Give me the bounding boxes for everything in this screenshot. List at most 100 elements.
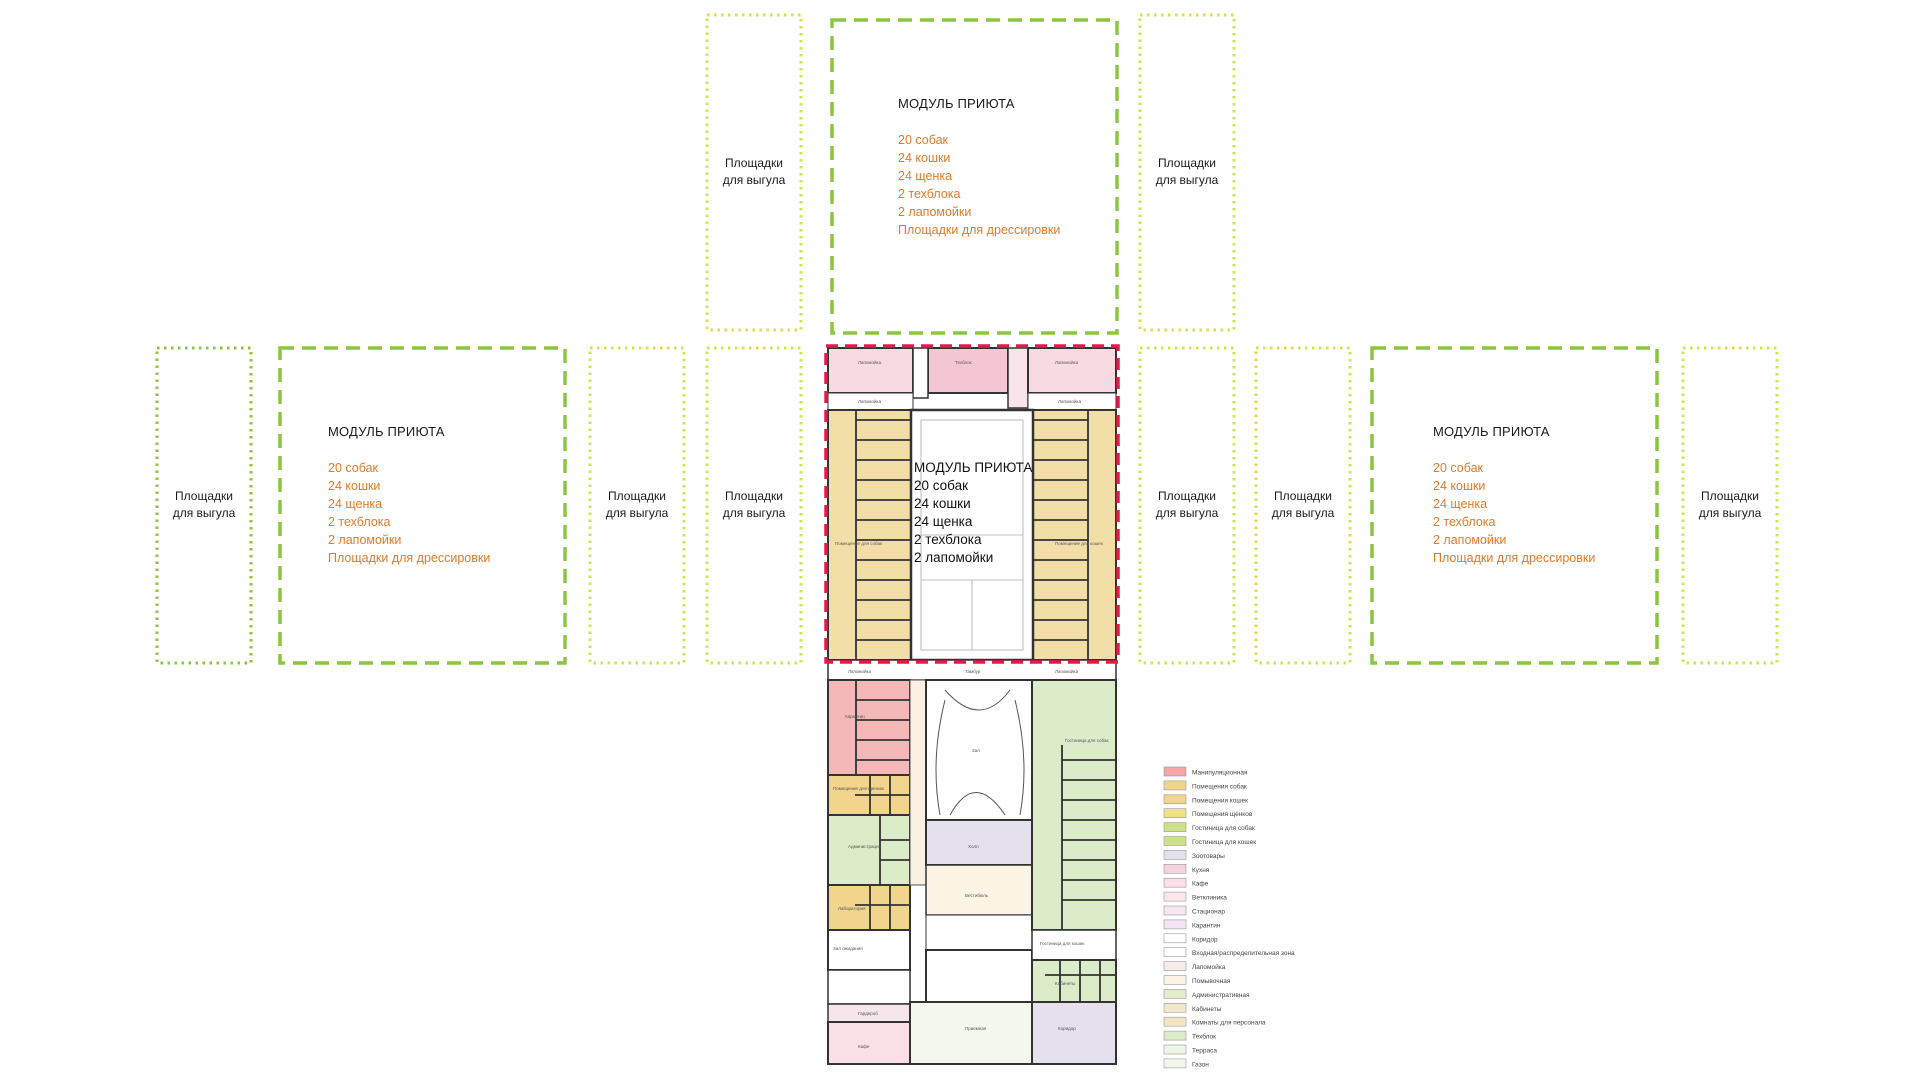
yard-label: для выгула bbox=[1699, 506, 1762, 520]
yard-label: для выгула bbox=[173, 506, 236, 520]
legend-label: Помещения щенков bbox=[1192, 811, 1253, 818]
legend-swatch bbox=[1163, 989, 1187, 999]
yard-label: Площадки bbox=[608, 489, 666, 503]
legend-label: Комнаты для персонала bbox=[1192, 1020, 1266, 1027]
legend-label: Гостиница для кошек bbox=[1192, 839, 1256, 846]
yard-label: Площадки bbox=[175, 489, 233, 503]
yard-label: для выгула bbox=[723, 506, 786, 520]
hotel-cells bbox=[1045, 745, 1116, 1002]
center-module-line: 24 щенка bbox=[914, 514, 973, 529]
svg-text:Лапомойка: Лапомойка bbox=[1058, 398, 1082, 404]
legend-swatch bbox=[1163, 1044, 1187, 1055]
legend-swatch bbox=[1163, 1058, 1187, 1069]
svg-text:Помещение для кошек: Помещение для кошек bbox=[1055, 541, 1103, 546]
legend-swatch bbox=[1163, 836, 1187, 846]
legend-label: Лапомойка bbox=[1192, 963, 1226, 971]
svg-text:Помещение для собак: Помещение для собак bbox=[835, 541, 882, 546]
svg-text:Приемная: Приемная bbox=[965, 1026, 987, 1031]
legend-swatch bbox=[1163, 1002, 1187, 1013]
walking-yard-top-right bbox=[1138, 13, 1236, 332]
svg-text:Карантин: Карантин bbox=[845, 714, 865, 719]
legend-swatch bbox=[1163, 947, 1187, 958]
center-module-line: 24 кошки bbox=[914, 496, 971, 511]
legend-swatch bbox=[1163, 850, 1187, 860]
svg-text:Помещение для щенков: Помещение для щенков bbox=[833, 786, 884, 791]
module-line: 24 щенка bbox=[328, 497, 382, 511]
yard-label: для выгула bbox=[1156, 506, 1219, 520]
legend-label: Помещения кошек bbox=[1192, 797, 1248, 804]
legend-label: Газон bbox=[1192, 1061, 1209, 1068]
svg-text:Кафе: Кафе bbox=[858, 1044, 870, 1049]
legend-label: Коридор bbox=[1192, 936, 1218, 943]
legend-label: Входная/распределительная зона bbox=[1192, 950, 1295, 957]
svg-text:Лаборатория: Лаборатория bbox=[838, 906, 866, 911]
svg-text:Кабинеты: Кабинеты bbox=[1055, 981, 1075, 986]
svg-text:Гостиница для кошек: Гостиница для кошек bbox=[1040, 941, 1084, 946]
legend-label: Гостиница для собак bbox=[1192, 824, 1255, 832]
center-module-title: МОДУЛЬ ПРИЮТА bbox=[914, 460, 1032, 475]
yard-label: Площадки bbox=[1158, 156, 1216, 170]
module-line: 20 собак bbox=[898, 133, 949, 147]
center-module-line: 2 техблока bbox=[914, 532, 982, 547]
legend-label: Кафе bbox=[1192, 881, 1209, 888]
module-title: МОДУЛЬ ПРИЮТА bbox=[898, 96, 1015, 111]
yard-label: Площадки bbox=[1274, 489, 1332, 503]
yard-label: Площадки bbox=[1158, 489, 1216, 503]
legend-swatch bbox=[1163, 1016, 1187, 1027]
module-line: 2 лапомойки bbox=[328, 533, 401, 547]
legend-label: Манипуляционная bbox=[1192, 770, 1248, 777]
module-line: 2 лапомойки bbox=[1433, 533, 1506, 547]
svg-text:Лапомойка: Лапомойка bbox=[858, 398, 882, 404]
svg-text:Лапомойка: Лапомойка bbox=[1055, 359, 1079, 365]
module-line: 2 техблока bbox=[328, 515, 391, 529]
yard-label: Площадки bbox=[725, 489, 783, 503]
module-line: 24 кошки bbox=[898, 151, 950, 165]
walking-yard-right bbox=[1254, 346, 1352, 665]
walking-yard-center-left bbox=[705, 346, 803, 665]
legend-label: Терраса bbox=[1192, 1048, 1217, 1055]
module-line: Площадки для дрессировки bbox=[898, 223, 1060, 237]
quarantine-cells bbox=[855, 680, 910, 930]
walking-yard-far-right bbox=[1681, 346, 1779, 665]
module-line: 20 собак bbox=[328, 461, 379, 475]
legend-label: Кабинеты bbox=[1192, 1005, 1222, 1013]
module-title: МОДУЛЬ ПРИЮТА bbox=[1433, 424, 1550, 439]
shelter-module-left bbox=[278, 346, 567, 665]
walking-yard-top-left bbox=[705, 13, 803, 332]
svg-text:Гостиница для собак: Гостиница для собак bbox=[1065, 738, 1109, 743]
legend-swatch bbox=[1163, 933, 1187, 944]
legend-swatch bbox=[1163, 822, 1187, 832]
svg-text:Зал ожидания: Зал ожидания bbox=[833, 946, 863, 951]
svg-text:Гардероб: Гардероб bbox=[858, 1011, 878, 1016]
legend-label: Административная bbox=[1192, 992, 1250, 999]
svg-text:Тамбур: Тамбур bbox=[965, 669, 981, 674]
legend-label: Помещения собак bbox=[1192, 782, 1247, 790]
legend-label: Зоотовары bbox=[1192, 853, 1225, 860]
svg-text:Коридор: Коридор bbox=[1058, 1026, 1076, 1031]
svg-text:Лапомойка: Лапомойка bbox=[848, 668, 872, 674]
walking-yard-far-left bbox=[155, 346, 253, 665]
legend-swatch bbox=[1163, 794, 1187, 805]
center-module-line: 20 собак bbox=[914, 478, 968, 493]
legend-swatch bbox=[1163, 863, 1187, 874]
yard-label: для выгула bbox=[723, 173, 786, 187]
legend-label: Техблок bbox=[1192, 1033, 1216, 1041]
svg-text:Администрация: Администрация bbox=[848, 844, 882, 849]
svg-text:Техблок: Техблок bbox=[955, 360, 972, 365]
yard-label: для выгула bbox=[1156, 173, 1219, 187]
kennel-cells bbox=[855, 410, 1089, 660]
module-line: Площадки для дрессировки bbox=[1433, 551, 1595, 565]
center-module-line: 2 лапомойки bbox=[914, 550, 993, 565]
legend-label: Кухня bbox=[1192, 867, 1210, 874]
legend-swatch bbox=[1163, 975, 1187, 985]
legend-swatch bbox=[1163, 905, 1187, 916]
module-line: Площадки для дрессировки bbox=[328, 551, 490, 565]
walking-yard-left bbox=[588, 346, 686, 665]
shelter-module-right bbox=[1370, 346, 1659, 665]
yard-label: Площадки bbox=[725, 156, 783, 170]
module-line: 24 щенка bbox=[898, 169, 952, 183]
yard-label: для выгула bbox=[606, 506, 669, 520]
center-module-plan bbox=[827, 347, 1117, 681]
